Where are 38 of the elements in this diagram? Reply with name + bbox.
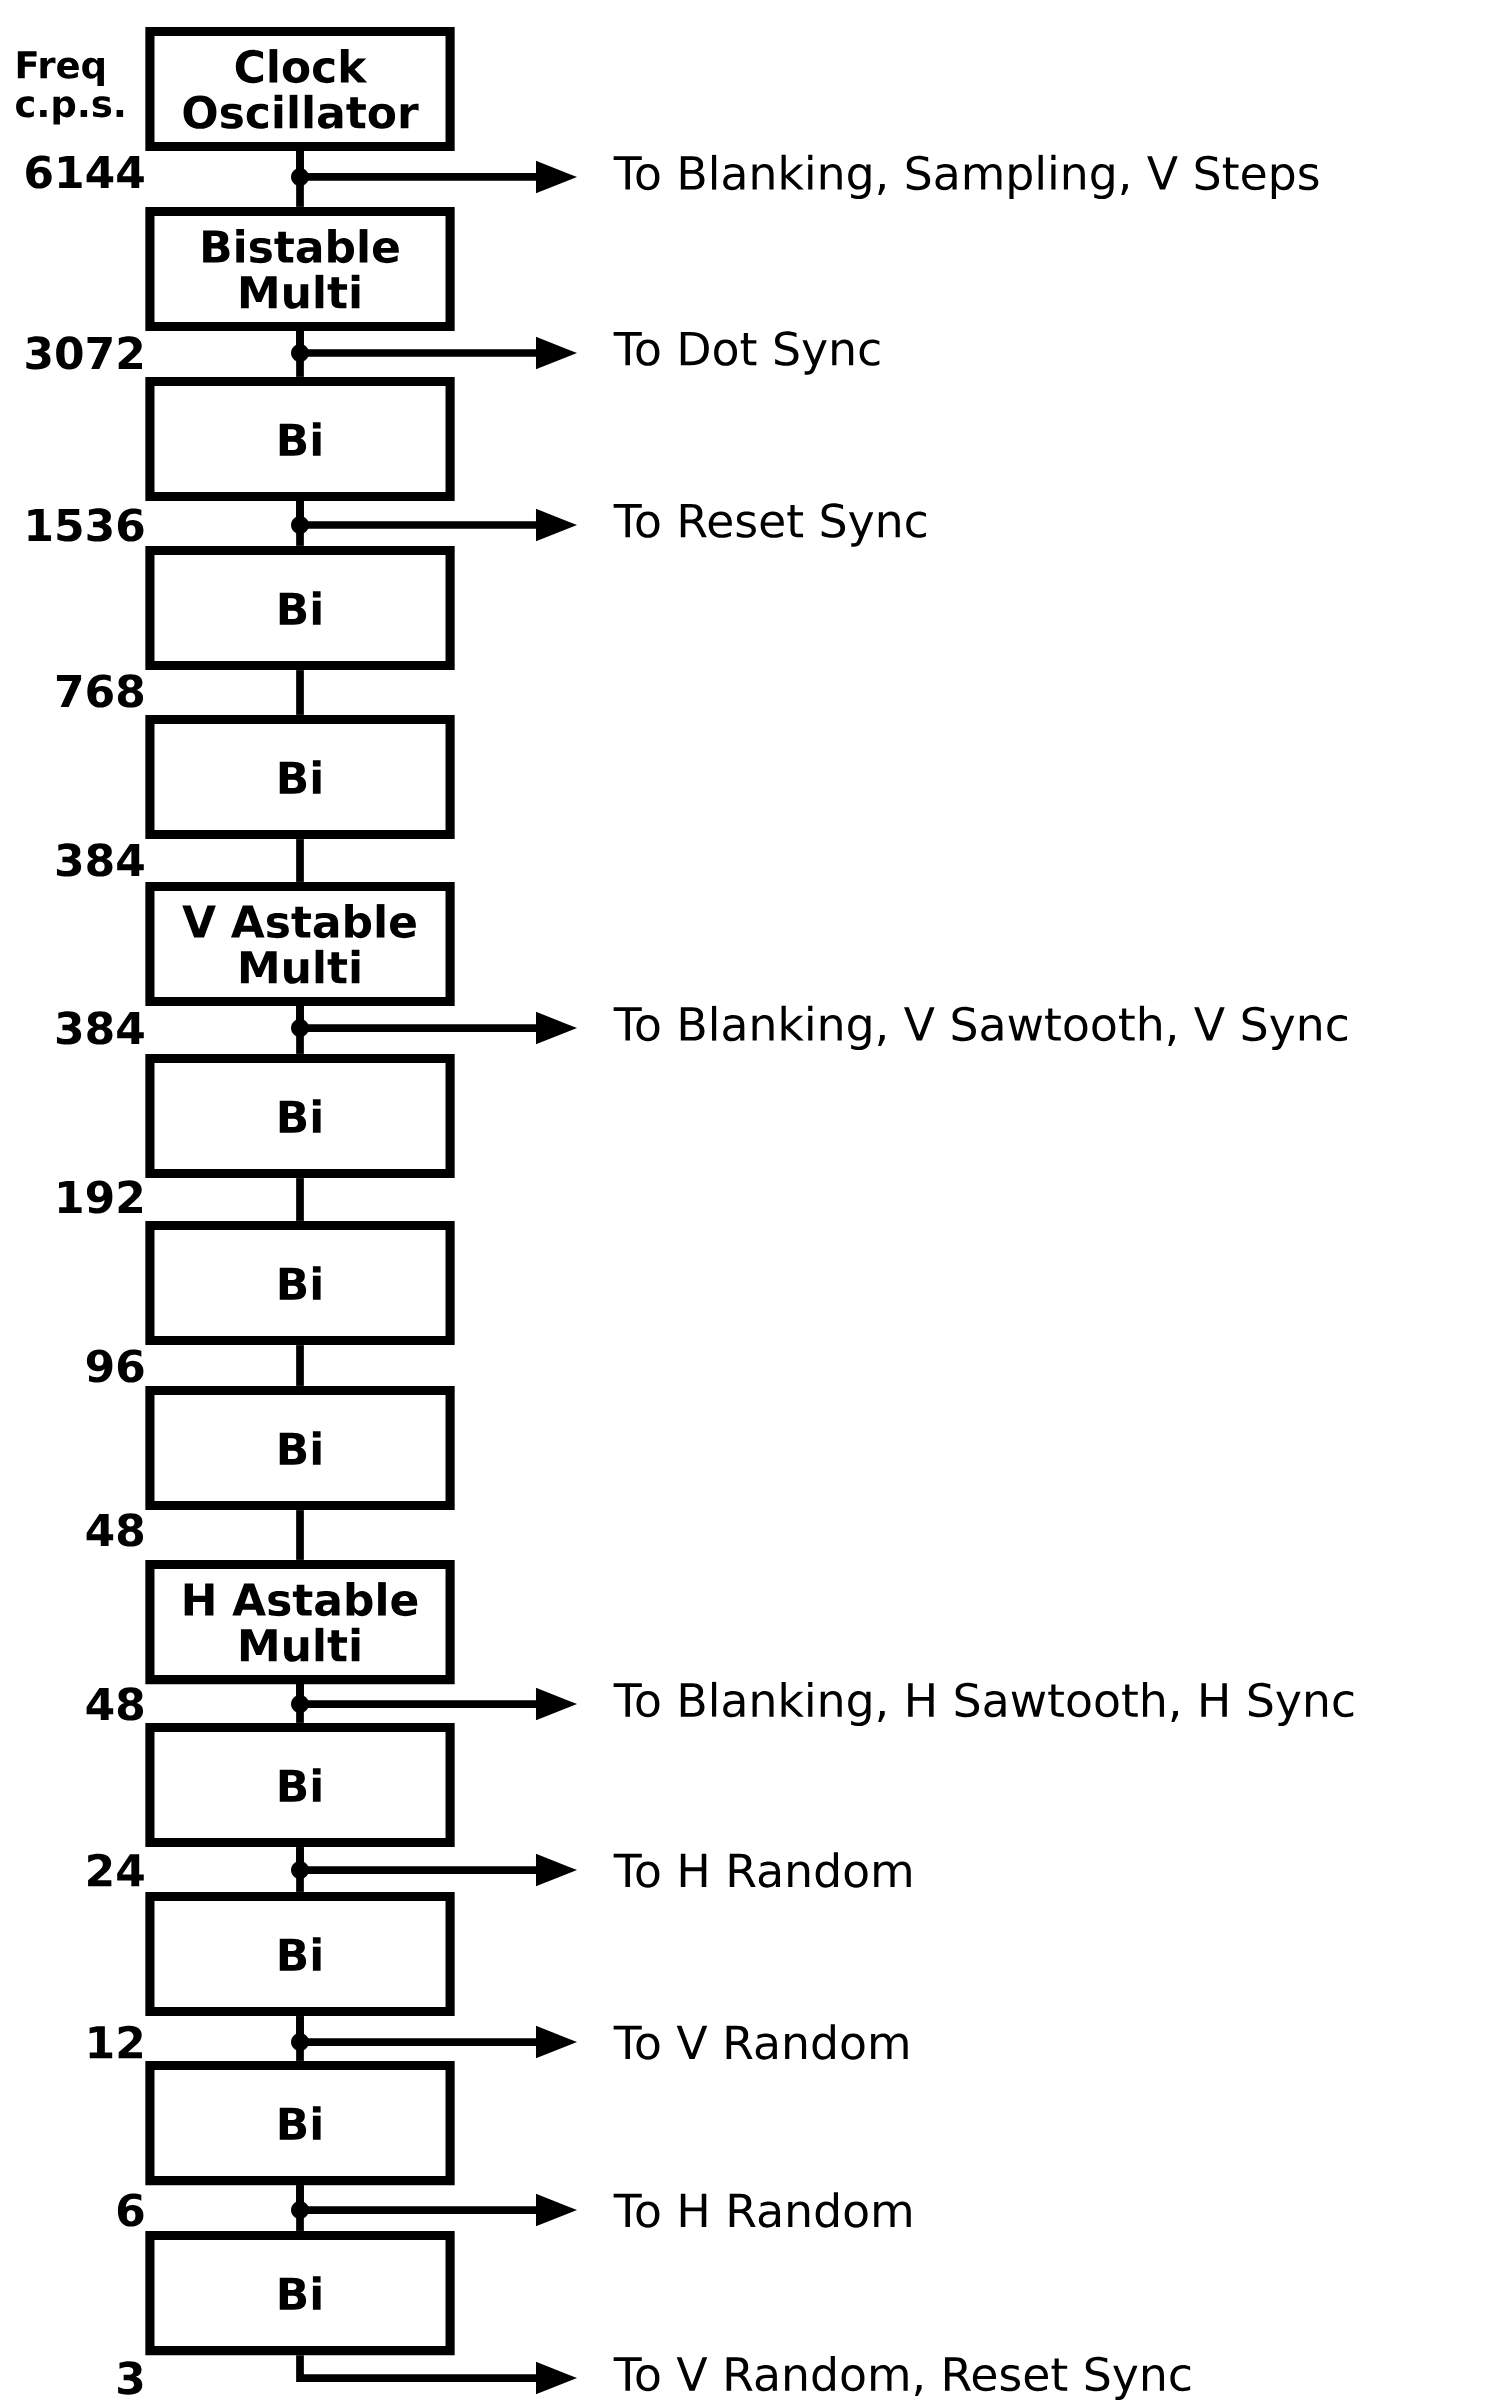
frequency-label: 24 bbox=[88, 1853, 144, 1887]
destination-text: To Reset Sync bbox=[613, 503, 926, 547]
process-box: V Astable Multi bbox=[145, 881, 455, 1007]
destination-text: To Dot Sync bbox=[613, 331, 880, 375]
frequency-label: 192 bbox=[59, 1180, 142, 1214]
process-box: Bi bbox=[145, 1220, 455, 1346]
destination-text: To H Random bbox=[613, 2192, 911, 2228]
frequency-label: 6144 bbox=[26, 155, 144, 189]
process-box: Bi bbox=[145, 714, 455, 840]
frequency-label: 768 bbox=[56, 674, 144, 708]
frequency-label: 384 bbox=[56, 843, 144, 877]
process-box: Bi bbox=[145, 1891, 455, 2017]
process-box: Bi bbox=[145, 1722, 455, 1848]
frequency-label: 48 bbox=[86, 1513, 144, 1547]
process-box: Bi bbox=[145, 2230, 455, 2356]
process-box: Bistable Multi bbox=[145, 206, 455, 332]
process-box: Bi bbox=[145, 1053, 455, 1179]
frequency-label: 96 bbox=[86, 1349, 144, 1383]
destination-text: To Blanking, Sampling, V Steps bbox=[613, 154, 1319, 200]
frequency-label: 3072 bbox=[26, 336, 142, 370]
destination-text: To Blanking, H Sawtooth, H Sync bbox=[613, 1681, 1354, 1727]
process-box: Bi bbox=[145, 1385, 455, 1511]
process-box: Bi bbox=[145, 2060, 455, 2186]
frequency-label: 48 bbox=[86, 1687, 144, 1721]
destination-text: To H Random bbox=[613, 1852, 911, 1888]
process-box: Bi bbox=[145, 376, 455, 502]
process-box: H Astable Multi bbox=[145, 1559, 455, 1685]
column-heading: Freq c.p.s. bbox=[16, 51, 124, 125]
frequency-label: 1536 bbox=[28, 508, 144, 542]
destination-text: To V Random, Reset Sync bbox=[613, 2355, 1191, 2401]
process-box: Bi bbox=[145, 545, 455, 671]
process-box: Clock Oscillator bbox=[145, 26, 455, 152]
destination-text: To V Random bbox=[613, 2024, 908, 2060]
frequency-label: 384 bbox=[56, 1011, 144, 1045]
frequency-label: 12 bbox=[89, 2025, 142, 2059]
destination-text: To Blanking, V Sawtooth, V Sync bbox=[613, 1005, 1347, 1051]
frequency-label: 6 bbox=[117, 2193, 144, 2227]
frequency-label: 3 bbox=[118, 2361, 143, 2395]
